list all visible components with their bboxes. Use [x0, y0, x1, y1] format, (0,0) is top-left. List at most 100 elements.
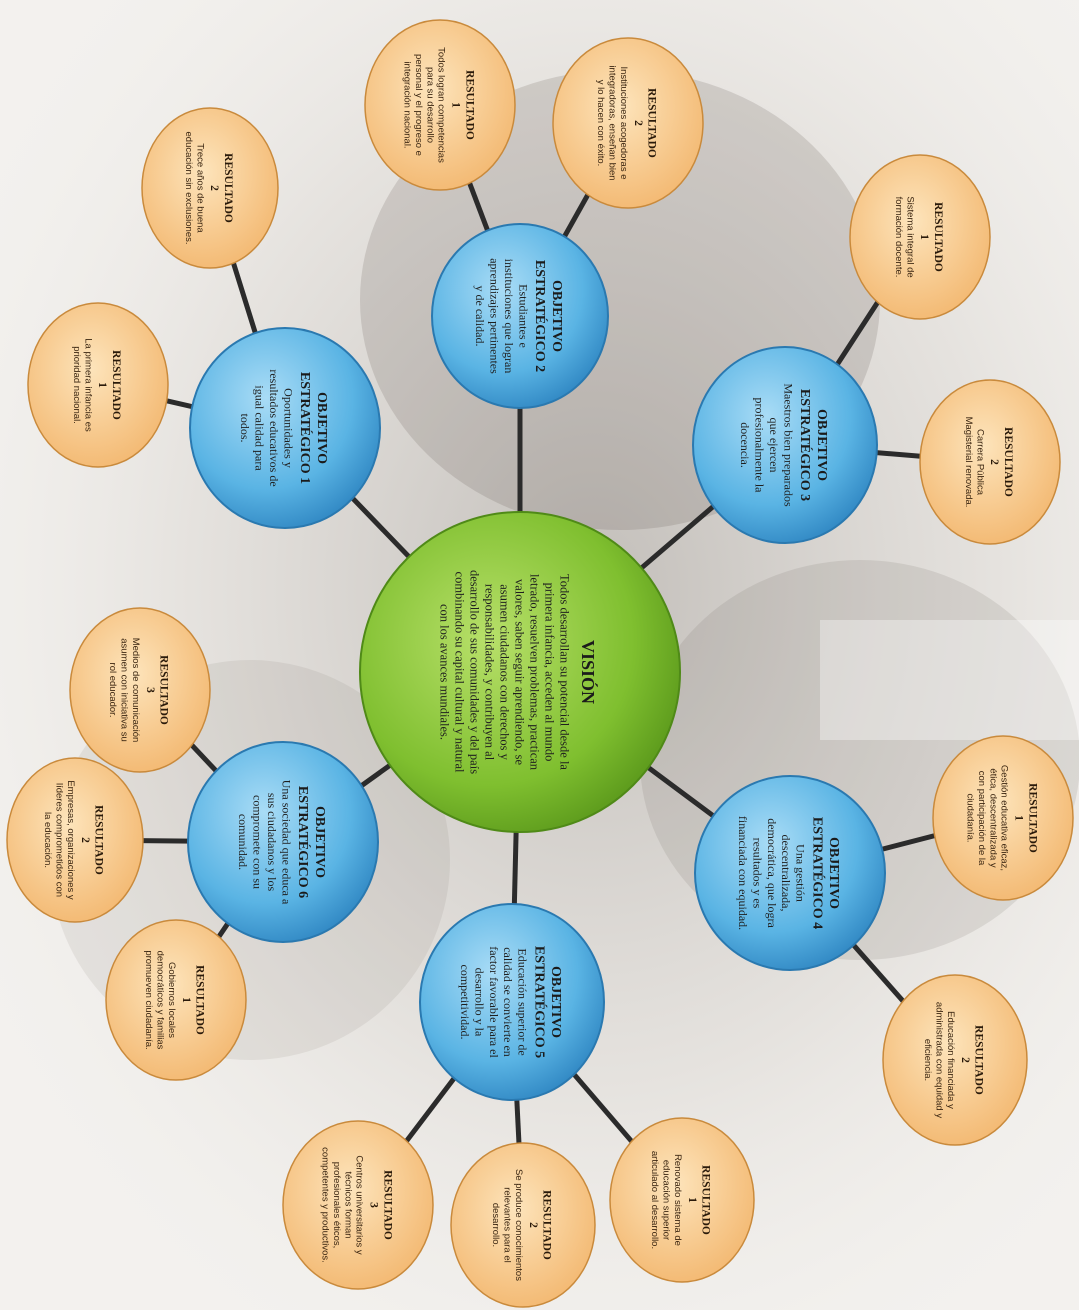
- vision-title: VISIÓN: [578, 640, 599, 704]
- result-text-line: Trece años de buena: [194, 143, 205, 233]
- objective-4-text-line: descentralizada,: [779, 835, 793, 912]
- result-text-line: La primera infancia es: [82, 338, 93, 432]
- objective-5-title: ESTRATÉGICO 5: [531, 946, 548, 1058]
- result-text-line: ciudadanía.: [964, 793, 975, 842]
- result-title: RESULTADO: [541, 1190, 553, 1260]
- result-text-line: profesionales éticos,: [331, 1162, 342, 1249]
- objective-1-text-line: Oportunidades y: [281, 388, 295, 468]
- result-circle: [932, 735, 1074, 901]
- vision-text-line: valores, saben seguir aprendiendo, se: [513, 579, 527, 765]
- result-title: 2: [632, 120, 644, 126]
- result-text-line: líderes comprometidos con: [54, 783, 65, 897]
- result-text-line: para su desarrollo: [424, 67, 435, 143]
- result-text-line: técnicos forman: [342, 1171, 353, 1238]
- result-title: 1: [918, 234, 930, 240]
- result-text-line: Educación financiada y: [945, 1011, 956, 1109]
- objective-6-title: ESTRATÉGICO 6: [295, 786, 312, 898]
- result-circle: [609, 1117, 755, 1283]
- result-title: RESULTADO: [1026, 783, 1038, 853]
- objective-5-text-line: factor favorable para el: [487, 946, 501, 1058]
- vision-text-line: combinando su capital cultural y natural: [453, 572, 467, 774]
- result-title: RESULTADO: [158, 655, 170, 725]
- result-text-line: articulado al desarrollo.: [649, 1151, 660, 1249]
- result-text-line: democráticos y familias: [155, 951, 166, 1050]
- objective-4-title: OBJETIVO: [826, 837, 841, 909]
- objective-3-title: ESTRATÉGICO 3: [797, 389, 814, 501]
- objective-5-title: OBJETIVO: [548, 966, 563, 1038]
- result-title: RESULTADO: [973, 1025, 985, 1095]
- objective-2-title: OBJETIVO: [549, 280, 564, 352]
- result-text-line: Empresas, organizaciones y: [65, 780, 76, 900]
- result-circle: [849, 154, 991, 320]
- vision-text-line: asumen ciudadanos con derechos y: [498, 584, 512, 760]
- result-circle: [552, 37, 704, 209]
- objective-4-text-line: financiada con equidad.: [736, 816, 750, 930]
- vision-text-line: con los avances mundiales.: [438, 604, 452, 740]
- objective-4-title: ESTRATÉGICO 4: [809, 817, 826, 929]
- objective-5-text-line: desarrollo y la: [472, 968, 486, 1037]
- result-text-line: Instituciones acogedoras e: [618, 66, 629, 179]
- result-text-line: integración nacional.: [401, 61, 412, 148]
- result-title: 1: [1012, 815, 1024, 821]
- objective-circle: [431, 223, 609, 409]
- result-text-line: la educación.: [42, 812, 53, 868]
- result-circle: [450, 1142, 596, 1308]
- vision-text-line: desarrollo de sus comunidades y del país: [468, 570, 482, 774]
- result-circle: [69, 607, 211, 773]
- result-title: RESULTADO: [110, 350, 122, 420]
- result-circle: [364, 19, 516, 191]
- objective-4-text-line: democrática, que logra: [765, 818, 779, 928]
- objective-6-text-line: sus ciudadanos y los: [265, 793, 279, 892]
- result-circle: [105, 919, 247, 1081]
- objective-3-text-line: Maestros bien preparados: [781, 383, 795, 507]
- result-title: 3: [144, 687, 156, 693]
- result-text-line: personal y el progreso e: [413, 54, 424, 156]
- objective-3-text-line: que ejercen: [767, 418, 781, 473]
- result-text-line: competentes y productivos.: [319, 1147, 330, 1263]
- result-title: RESULTADO: [194, 965, 206, 1035]
- objective-circle: [189, 327, 381, 529]
- objective-2-text-line: y de calidad.: [473, 286, 487, 347]
- objective-6-text-line: Una sociedad que educa a: [279, 780, 293, 905]
- result-circle: [282, 1120, 434, 1290]
- result-text-line: eficiencia.: [922, 1039, 933, 1081]
- objective-5-text-line: competitividad.: [458, 965, 472, 1040]
- result-text-line: Carrera Pública: [974, 429, 985, 496]
- result-text-line: Magisterial renovada.: [963, 417, 974, 508]
- result-text-line: Renovado sistema de: [672, 1154, 683, 1246]
- result-text-line: relevantes para el: [502, 1187, 513, 1263]
- objective-3-text-line: docencia.: [738, 422, 752, 468]
- result-text-line: administrada con equidad y: [934, 1002, 945, 1118]
- vision-text-line: responsabilidades, y contribuyen al: [483, 584, 497, 761]
- result-text-line: educación superior: [661, 1160, 672, 1240]
- objective-circle: [692, 346, 878, 544]
- result-title: 2: [79, 837, 91, 843]
- result-text-line: rol educador.: [107, 663, 118, 718]
- result-text-line: Sistema integral de: [904, 196, 915, 277]
- objective-3-title: OBJETIVO: [814, 409, 829, 481]
- result-text-line: asumen con iniciativa su: [119, 638, 130, 742]
- result-circle: [27, 302, 169, 468]
- objective-2-text-line: aprendizajes pertinentes: [488, 258, 502, 374]
- result-text-line: con participación de la: [976, 771, 987, 866]
- result-text-line: prioridad nacional.: [71, 346, 82, 424]
- result-title: RESULTADO: [1002, 427, 1014, 497]
- vision-text-line: primera infancia, acceden al mundo: [543, 583, 557, 762]
- result-title: 2: [988, 459, 1000, 465]
- result-text-line: Medios de comunicación: [130, 638, 141, 743]
